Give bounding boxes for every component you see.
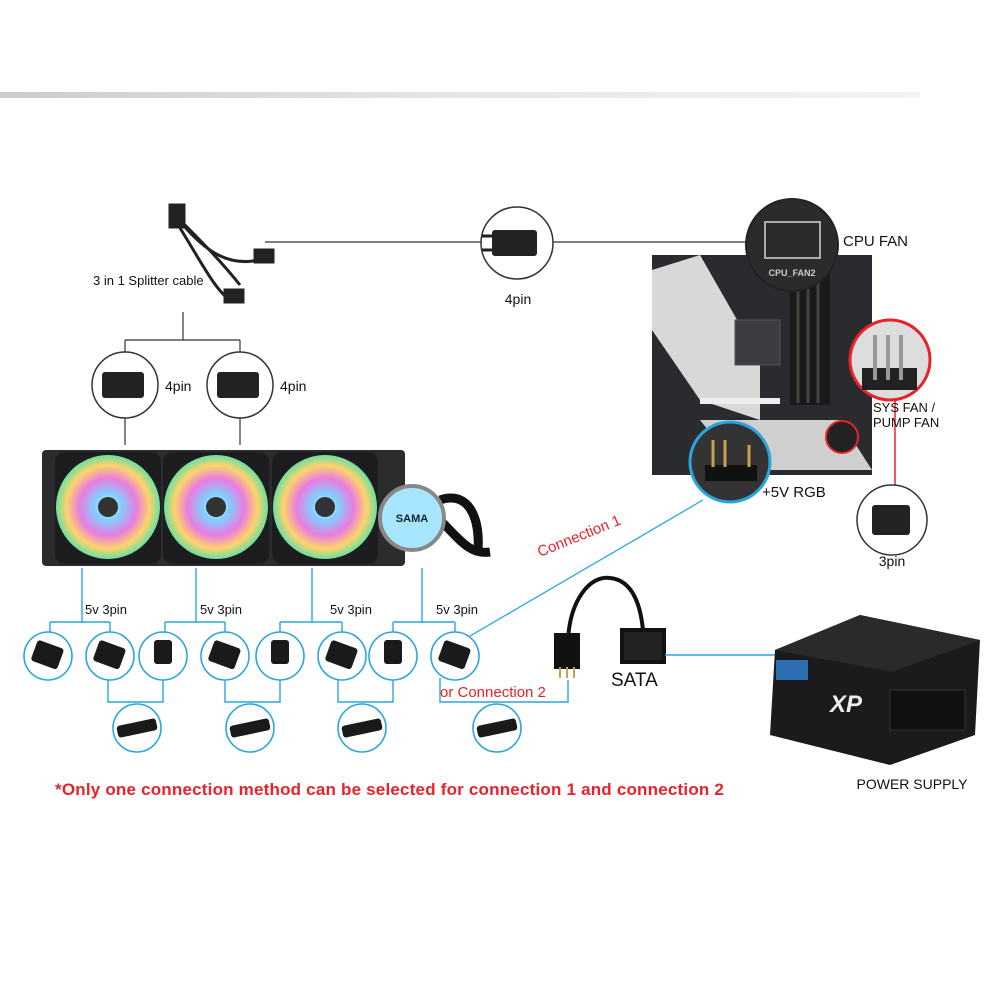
fan-4pin-label: 4pin [165,378,192,394]
cpu-4pin-label: 4pin [504,291,532,307]
argb-extension-circle [112,703,162,753]
cpu-fan-label: CPU FAN [843,233,909,250]
fan-4pin-label: 4pin [280,378,307,394]
argb-connector-circle [317,631,367,681]
svg-text:XP: XP [828,691,863,718]
argb-group-label: 5v 3pin [330,602,372,617]
argb-connector-circle [200,631,250,681]
pump-fan-label: PUMP FAN [873,415,940,430]
rgb-header-circle [688,420,772,504]
argb-connector-circle [368,631,418,681]
cpu-4pin-connector-circle [480,206,554,280]
connection-2-label: or Connection 2 [440,684,546,701]
cpu-fan-header-circle: CPU_FAN2 [745,198,839,292]
argb-extension-circle [472,703,522,753]
sys-fan-header-circle [848,318,932,402]
argb-connector-circle [85,631,135,681]
argb-connector-circle [255,631,305,681]
svg-text:CPU_FAN2: CPU_FAN2 [768,268,815,278]
argb-extension-circle [225,703,275,753]
svg-text:SAMA: SAMA [396,513,428,525]
rgb-header-label: +5V RGB [762,484,826,501]
splitter-cable-image [168,203,275,304]
fan-4pin-connector-circle [91,351,159,419]
power-supply-image: XP [770,615,980,765]
sys-3pin-connector-circle [856,484,928,556]
argb-group-label: 5v 3pin [200,602,242,617]
aio-cooler-image: SAMA [42,450,491,566]
argb-group-label: 5v 3pin [436,602,478,617]
splitter-label: 3 in 1 Splitter cable [93,273,204,288]
connection-note: *Only one connection method can be selec… [55,780,725,799]
argb-extension-circle [337,703,387,753]
argb-connector-circle [430,631,480,681]
fan-4pin-connector-circle [206,351,274,419]
argb-connector-circle [23,631,73,681]
argb-connector-circle [138,631,188,681]
sata-label: SATA [611,670,658,691]
argb-group-label: 5v 3pin [85,602,127,617]
pump-head [378,484,446,552]
sata-argb-cable-image [554,575,666,678]
sys-3pin-label: 3pin [878,553,906,569]
sys-fan-label: SYS FAN / [873,400,936,415]
top-divider [0,92,920,98]
power-supply-label: POWER SUPPLY [856,776,968,792]
